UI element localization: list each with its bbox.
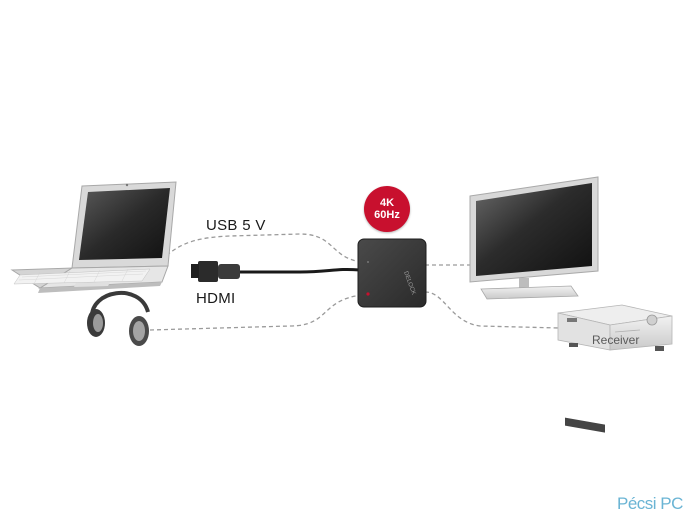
hdmi-audio-extractor: DELOCK <box>357 238 427 308</box>
laptop-icon <box>10 181 177 293</box>
badge-refresh-rate: 60Hz <box>374 209 400 221</box>
receiver-cable <box>424 291 561 329</box>
badge-resolution: 4K <box>379 197 395 209</box>
receiver-label: Receiver <box>592 333 639 347</box>
receiver-icon: Receiver <box>557 304 673 433</box>
hdmi-cable <box>191 261 361 282</box>
usb-power-label: USB 5 V <box>206 217 266 234</box>
usb-power-cable <box>149 233 363 269</box>
audio-cable <box>149 294 363 331</box>
hdmi-label: HDMI <box>196 290 236 307</box>
resolution-badge: 4K 60Hz <box>364 186 410 232</box>
tv-icon <box>469 176 599 300</box>
watermark-logo: Pécsi PC <box>617 494 683 513</box>
headphones-icon <box>87 290 150 346</box>
